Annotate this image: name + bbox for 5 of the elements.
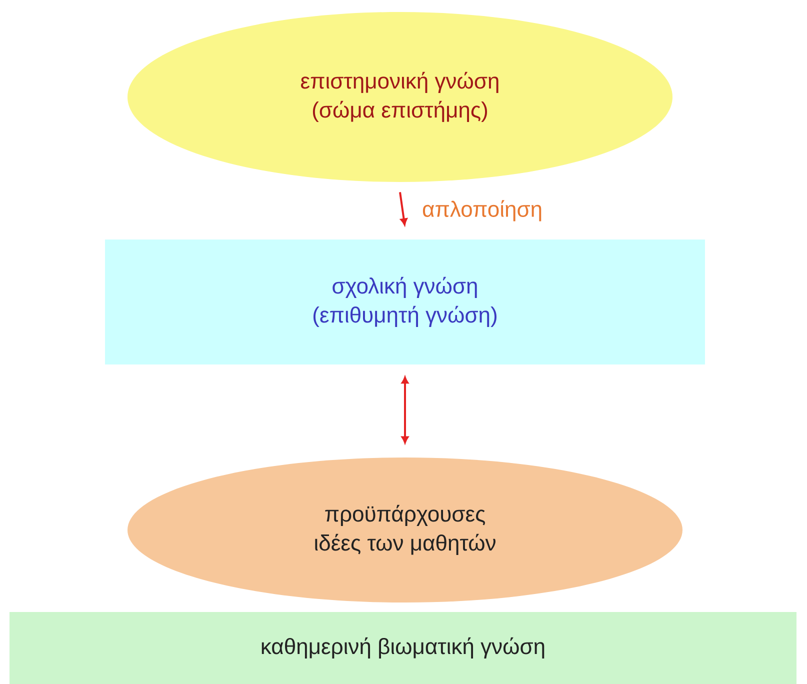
arrow <box>401 376 409 444</box>
process-box: σχολική γνώση (επιθυμητή γνώση) <box>105 239 705 364</box>
arrow <box>399 192 408 226</box>
band: καθημερινή βιωματική γνώση <box>10 612 796 684</box>
edge-label: απλοποίηση <box>422 200 542 222</box>
